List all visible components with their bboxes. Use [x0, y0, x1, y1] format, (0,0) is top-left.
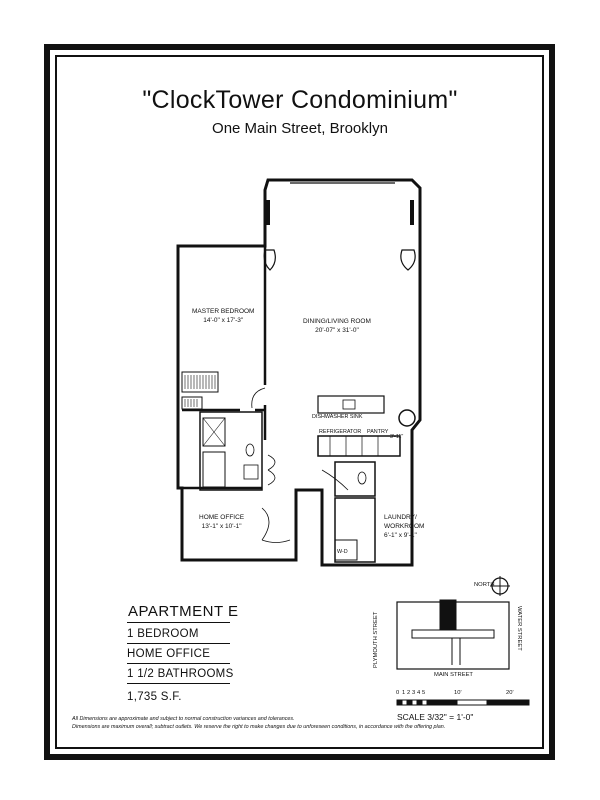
bedroom-door [251, 387, 266, 409]
feature-rule [127, 643, 230, 644]
column-nw [263, 249, 276, 271]
kitchen-counter [317, 435, 401, 457]
hall-closet-doors [267, 454, 276, 486]
powder-room [334, 461, 376, 497]
label-dishwasher-sink: DISHWASHER SINK [312, 414, 363, 420]
room-home-office-dims: 13'-1" x 10'-1" [201, 523, 242, 530]
bathroom [199, 411, 263, 491]
label-pantry-dims: 3'-11" [390, 434, 404, 440]
toilet [245, 443, 255, 457]
page-title: "ClockTower Condominium" [142, 86, 458, 114]
room-master-bedroom-dims: 14'-0" x 17'-3" [203, 317, 244, 324]
scale-tick: 3 [412, 690, 416, 696]
feature-rule [127, 663, 230, 664]
room-dining-living-dims: 20'-07" x 31'-0" [315, 327, 359, 334]
scale-tick: 5 [422, 690, 426, 696]
water-street-label: WATER STREET [516, 606, 522, 651]
north-label: NORTH [474, 582, 495, 588]
scale-label: SCALE 3/32" = 1'-0" [397, 712, 474, 722]
plymouth-street-label: PLYMOUTH STREET [373, 611, 379, 668]
closet-1 [181, 371, 219, 393]
office-door [261, 507, 291, 543]
inner-frame [55, 55, 544, 749]
feature-bathrooms: 1 1/2 BATHROOMS [127, 668, 234, 680]
feature-rule [127, 683, 230, 684]
main-street-label: MAIN STREET [434, 672, 473, 678]
label-refrigerator: REFRIGERATOR [319, 429, 362, 435]
vanity [243, 464, 259, 480]
apartment-area: 1,735 S.F. [127, 691, 182, 703]
column-se [398, 409, 416, 427]
apartment-name-underline [127, 622, 230, 623]
laundry-room [334, 497, 376, 563]
scale-tick: 20' [506, 690, 514, 696]
key-plan [396, 576, 510, 670]
label-pantry: PANTRY [367, 429, 389, 435]
room-home-office: HOME OFFICE 13'-1" x 10'-1" [199, 513, 244, 531]
disclaimer-line-1: All Dimensions are approximate and subje… [72, 716, 295, 722]
room-home-office-name: HOME OFFICE [199, 514, 245, 521]
room-dining-living-name: DINING/LIVING ROOM [303, 318, 371, 325]
kitchen-sink [342, 399, 356, 410]
feature-bedrooms: 1 BEDROOM [127, 628, 199, 640]
powder-toilet [357, 471, 367, 485]
bathtub [202, 451, 226, 488]
scale-tick: 1 [402, 690, 406, 696]
scale-tick: 0 [396, 690, 400, 696]
shower [202, 417, 226, 447]
scale-tick: 10' [454, 690, 462, 696]
washer-dryer [334, 539, 358, 561]
closet-2 [181, 396, 203, 410]
scale-bar [396, 699, 530, 706]
outer-frame [44, 44, 555, 760]
page-subtitle: One Main Street, Brooklyn [212, 120, 388, 137]
room-master-bedroom-name: MASTER BEDROOM [192, 308, 255, 315]
key-plan-unit [439, 599, 457, 631]
room-laundry-name-1: LAUNDRY/ [384, 514, 417, 521]
label-washer-dryer: W-D [337, 549, 348, 555]
room-laundry-dims: 6'-1" x 9'-1" [384, 532, 417, 539]
apartment-name: APARTMENT E [128, 603, 239, 620]
room-laundry-name-2: WORKROOM [384, 523, 425, 530]
exterior-wall [176, 178, 422, 567]
room-master-bedroom: MASTER BEDROOM 14'-0" x 17'-3" [192, 307, 254, 325]
scale-tick: 2 [407, 690, 411, 696]
room-dining-living: DINING/LIVING ROOM 20'-07" x 31'-0" [303, 317, 371, 335]
disclaimer-line-2: Dimensions are maximum overall; subtract… [72, 724, 446, 730]
feature-home-office: HOME OFFICE [127, 648, 211, 660]
scale-tick: 4 [417, 690, 421, 696]
kitchen-island [317, 395, 385, 414]
room-laundry: LAUNDRY/ WORKROOM 6'-1" x 9'-1" [384, 513, 424, 540]
column-ne [400, 249, 416, 271]
